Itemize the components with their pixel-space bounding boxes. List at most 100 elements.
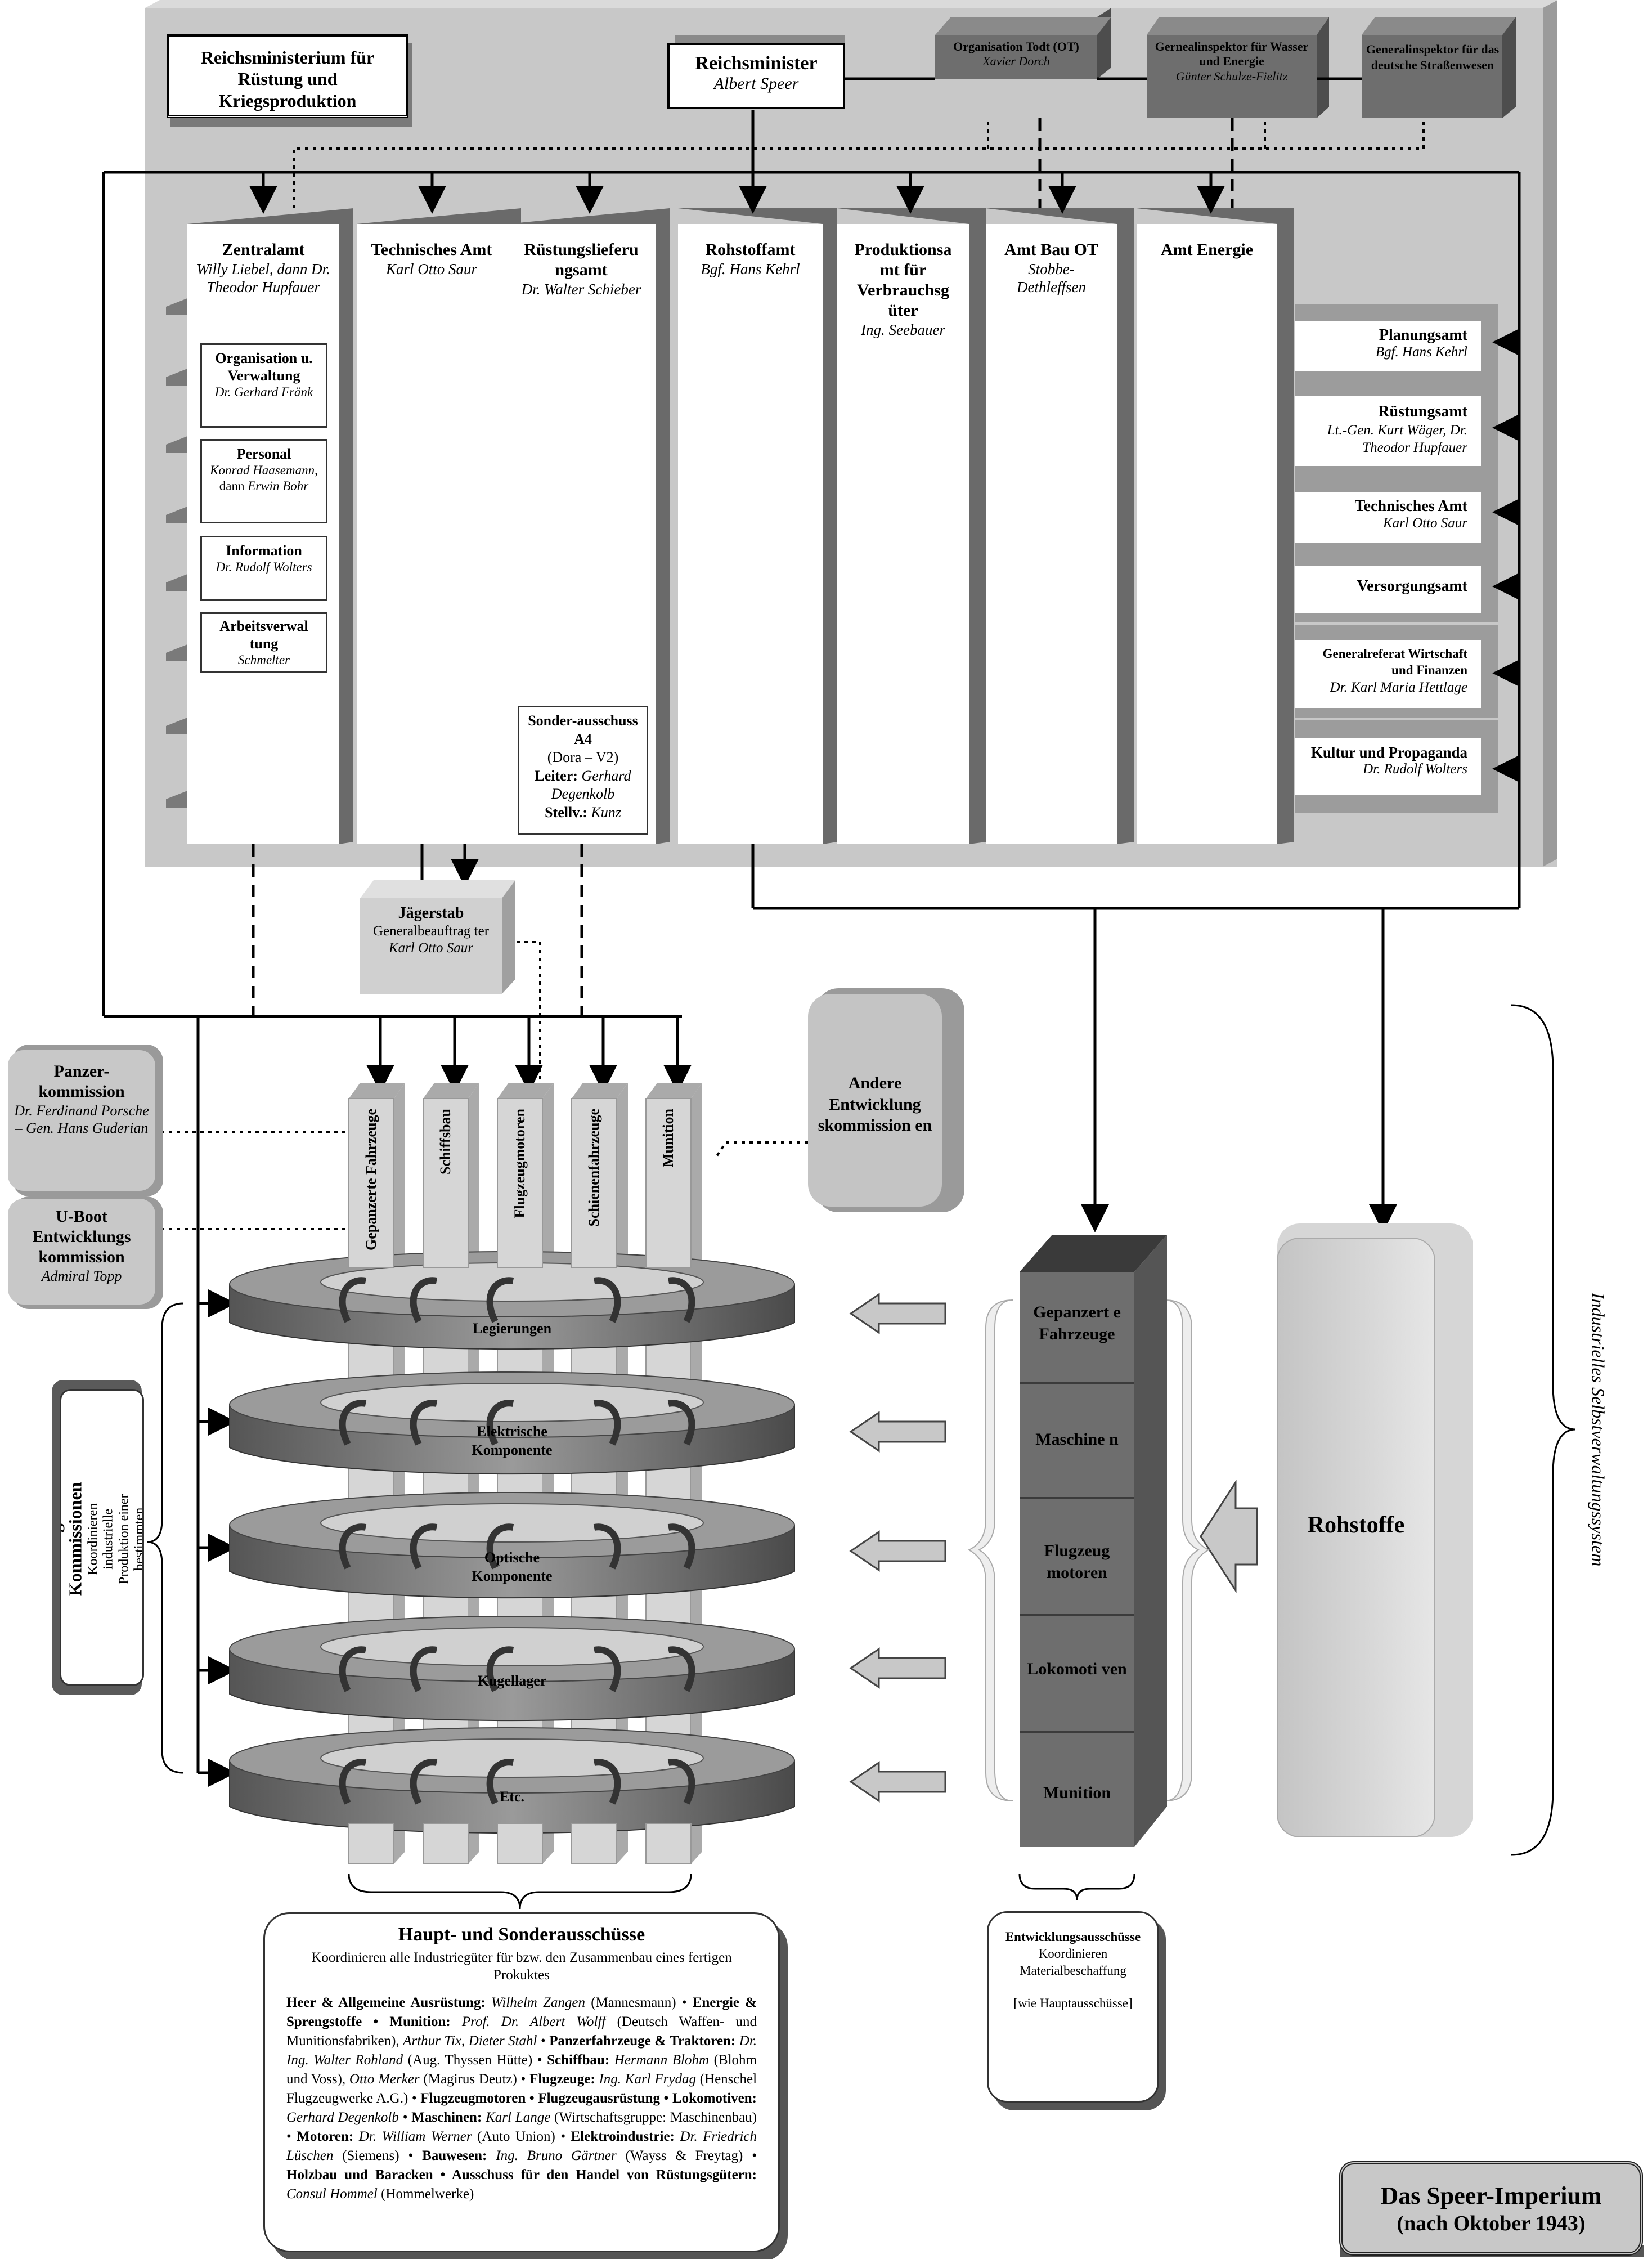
panzerkommission: Panzer-kommission Dr. Ferdinand Porsche … (8, 1050, 155, 1191)
top-box-strassen: Generalinspektor für das deutsche Straße… (1364, 42, 1501, 115)
column-person: Stobbe-Dethleffsen (1017, 261, 1086, 296)
entry-label: Flugzeuge: (529, 2071, 595, 2087)
column-person: Dr. Walter Schieber (521, 281, 641, 298)
office-title: Versorgungsamt (1357, 577, 1467, 595)
stack-label: Maschine n (1020, 1428, 1134, 1450)
office-technisches-amt: Technisches Amt Karl Otto Saur (1295, 492, 1481, 543)
sub-personal: Personal Konrad Haasemann, dann Erwin Bo… (200, 439, 327, 523)
sub-title: Arbeitsverwal tung (219, 618, 308, 652)
stack-label: Munition (1020, 1782, 1134, 1804)
stack-brace (1018, 1873, 1135, 1901)
ring-arrows (339, 1277, 695, 1805)
office-title: Kultur und Propaganda (1310, 744, 1467, 761)
dotted-connections (153, 118, 1425, 1230)
stack-text: Flugzeug motoren (1044, 1541, 1110, 1582)
sub-extra-plain: dann (219, 478, 245, 493)
office-title: Technisches Amt (1354, 497, 1467, 515)
entry-person: Arthur Tix, Dieter Stahl (403, 2033, 537, 2049)
entry-person: Dr. Friedrich Lüschen (286, 2128, 757, 2163)
jaegerstab-title: Jägerstab (398, 904, 464, 922)
entry-person: Gerhard Degenkolb (286, 2109, 399, 2125)
sub-person: Schmelter (238, 653, 290, 667)
sub-title: Organisation u. Verwaltung (215, 350, 313, 384)
entry-person: Karl Lange (486, 2109, 551, 2125)
entry-plain: (Deutsch Waffen- und Munitionsfabriken), (286, 2014, 757, 2049)
stack-text: Maschine n (1035, 1430, 1119, 1449)
entry-label: Heer & Allgemeine Ausrüstung: (286, 1994, 486, 2010)
side-label-text: Industrielles Selbstverwaltungssystem (1588, 1292, 1609, 1567)
entry-plain: (Wirtschaftsgruppe: Maschinenbau) (554, 2109, 757, 2125)
office-title: Generalreferat Wirtschaft und Finanzen (1322, 647, 1467, 677)
komm-title: Panzer-kommission (38, 1062, 125, 1101)
cube-stack (1020, 1235, 1167, 1847)
office-person: Bgf. Hans Kehrl (1375, 344, 1467, 360)
column-amt-energie: Amt Energie (1137, 224, 1277, 844)
column-person: Willy Liebel, dann Dr. Theodor Hupfauer (196, 261, 330, 296)
sub-person: Dr. Rudolf Wolters (216, 560, 312, 575)
entry-plain: (Magirus Deutz) (423, 2071, 517, 2087)
column-person: Karl Otto Saur (385, 261, 478, 277)
final-title-box: Das Speer-Imperium (nach Oktober 1943) (1339, 2161, 1643, 2256)
andere-label: Andere Entwicklung skommission en (818, 1074, 932, 1135)
top-connections (102, 77, 1521, 1787)
top-box-person: Günter Schulze-Fielitz (1175, 69, 1288, 83)
entry-label: Energie & Sprengstoffe • Munition: (286, 1994, 757, 2029)
pillar-brace (348, 1873, 692, 1910)
entry-label: Flugzeugmotoren • Flugzeugausrüstung • L… (420, 2090, 757, 2106)
entry-person: Consul Hommel (286, 2186, 378, 2202)
entry-label: Schiffbau: (547, 2052, 610, 2068)
entw-note: [wie Hauptausschüsse] (1013, 1996, 1133, 2010)
pillar-text: Schiffsbau (437, 1109, 454, 1175)
column-person: Ing. Seebauer (861, 321, 945, 338)
entry-person: Hermann Blohm (614, 2052, 710, 2068)
entry-label: Bauwesen: (422, 2148, 487, 2163)
column-title: Amt Bau OT (1004, 240, 1098, 259)
selbstverwaltung-brace (1511, 1004, 1576, 1856)
column-shadows (187, 208, 1294, 844)
final-title-line1: Das Speer-Imperium (1380, 2182, 1602, 2209)
entw-box: Entwicklungsausschüsse Koordinieren Mate… (987, 1911, 1159, 2103)
top-box-title: Generalinspektor für das deutsche Straße… (1366, 42, 1500, 72)
pillar-label: Munition (650, 1109, 686, 1289)
ring-komm-title: Ring-Kommissionen (61, 1482, 86, 1597)
office-person: Dr. Rudolf Wolters (1363, 761, 1467, 777)
pillar-label: Flugzeugmotoren (502, 1109, 538, 1289)
pillar-text: Gepanzerte Fahrzeuge (363, 1109, 379, 1250)
pillar-text: Flugzeugmotoren (511, 1109, 528, 1218)
top-box-person: Xavier Dorch (982, 54, 1050, 69)
top-box-ot: Organisation Todt (OT) Xavier Dorch (937, 39, 1095, 79)
ring-text: Elektrische Komponente (472, 1423, 553, 1458)
ministry-title: Reichsministerium für Rüstung und Kriegs… (200, 47, 375, 111)
pillar-text: Schienenfahrzeuge (586, 1109, 602, 1227)
stack-label: Flugzeug motoren (1020, 1540, 1134, 1584)
ring-label: Etc. (450, 1789, 574, 1805)
stack-text: Munition (1043, 1783, 1111, 1802)
ring-kommissionen-box: Ring-Kommissionen Koordinieren industrie… (60, 1389, 144, 1686)
entry-label: Holzbau und Baracken • Ausschuss für den… (286, 2167, 757, 2182)
sonder-sub: (Dora – V2) (547, 749, 619, 765)
column-technisches-amt: Technisches Amt Karl Otto Saur (357, 224, 506, 844)
column-title: Rohstoffamt (705, 240, 796, 259)
office-ruestungsamt: Rüstungsamt Lt.-Gen. Kurt Wäger, Dr. The… (1295, 396, 1481, 466)
pillar-label: Schienenfahrzeuge (576, 1109, 612, 1289)
rohstoffe-text: Rohstoffe (1307, 1512, 1405, 1538)
ring-text: Legierungen (472, 1320, 552, 1337)
entry-person: Dr. Ing. Walter Rohland (286, 2033, 757, 2068)
top-box-title: Gernealinspektor für Wasser und Energie (1155, 39, 1309, 69)
column-zentralamt: Zentralamt Willy Liebel, dann Dr. Theodo… (187, 224, 339, 844)
entry-person: Otto Merker (349, 2071, 420, 2087)
column-title: Rüstungslieferu ngsamt (524, 240, 639, 279)
ring-label: Optische Komponente (450, 1549, 574, 1585)
pillar-text: Munition (660, 1109, 676, 1168)
entry-plain: (Henschel Flugzeugwerke A.G.) (286, 2071, 757, 2106)
sub-person: Dr. Gerhard Fränk (214, 385, 313, 400)
haupt-subtitle: Koordinieren alle Industriegüter für bzw… (311, 1950, 732, 1983)
top-box-3d (675, 8, 1516, 118)
office-person: Karl Otto Saur (1382, 516, 1467, 531)
office-title: Rüstungsamt (1378, 403, 1467, 420)
column-title: Amt Energie (1160, 240, 1254, 259)
column-title: Zentralamt (222, 240, 305, 259)
sonder-title: Sonder-ausschuss A4 (528, 712, 638, 747)
rohstoffe-shape (1277, 1223, 1473, 1837)
office-title: Planungsamt (1379, 326, 1467, 344)
